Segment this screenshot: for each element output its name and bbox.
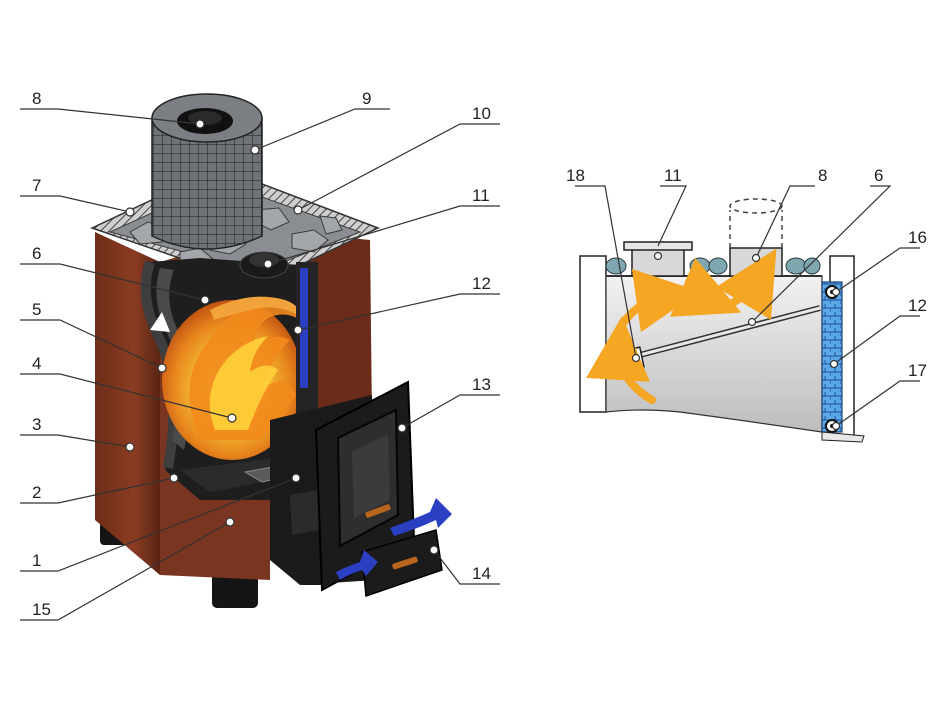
label-6: 6 bbox=[32, 244, 41, 263]
label-14: 14 bbox=[472, 564, 491, 583]
section-label-18: 18 bbox=[566, 166, 585, 185]
heat-shield-stripe bbox=[300, 268, 308, 388]
label-7: 7 bbox=[32, 176, 41, 195]
label-4: 4 bbox=[32, 354, 41, 373]
label-3: 3 bbox=[32, 415, 41, 434]
air-inlet-arrow-upper bbox=[390, 498, 452, 536]
inner-sheet bbox=[140, 260, 179, 469]
air-inlet-arrow-lower bbox=[336, 550, 378, 580]
section-leaders bbox=[575, 185, 920, 427]
stove-casing-side bbox=[95, 232, 160, 575]
stone-mesh-cylinder bbox=[151, 117, 263, 250]
section-label-12: 12 bbox=[908, 296, 927, 315]
section-label-8: 8 bbox=[818, 166, 827, 185]
label-8: 8 bbox=[32, 89, 41, 108]
section-water-tank bbox=[821, 281, 843, 433]
section-housing bbox=[579, 255, 607, 413]
label-10: 10 bbox=[472, 104, 491, 123]
stove-leader-dots bbox=[125, 119, 439, 555]
stove-number-labels: 8 9 10 7 11 6 12 5 4 13 3 2 1 14 15 bbox=[32, 89, 491, 619]
label-5: 5 bbox=[32, 300, 41, 319]
label-1: 1 bbox=[32, 551, 41, 570]
stove-leaders bbox=[20, 108, 500, 621]
section-view bbox=[579, 198, 865, 443]
section-label-11: 11 bbox=[664, 166, 682, 185]
section-number-labels: 18 11 8 6 16 12 17 bbox=[566, 166, 927, 380]
stove-illustration bbox=[90, 93, 452, 608]
label-2: 2 bbox=[32, 483, 41, 502]
label-12: 12 bbox=[472, 274, 491, 293]
section-chimney-dashed bbox=[729, 210, 783, 248]
label-15: 15 bbox=[32, 600, 51, 619]
section-leader-dots bbox=[631, 251, 841, 431]
section-flow-arrows bbox=[586, 248, 777, 404]
label-11: 11 bbox=[472, 186, 490, 205]
section-label-16: 16 bbox=[908, 228, 927, 247]
label-13: 13 bbox=[472, 375, 491, 394]
section-label-6: 6 bbox=[874, 166, 883, 185]
label-9: 9 bbox=[362, 89, 371, 108]
section-label-17: 17 bbox=[908, 361, 927, 380]
